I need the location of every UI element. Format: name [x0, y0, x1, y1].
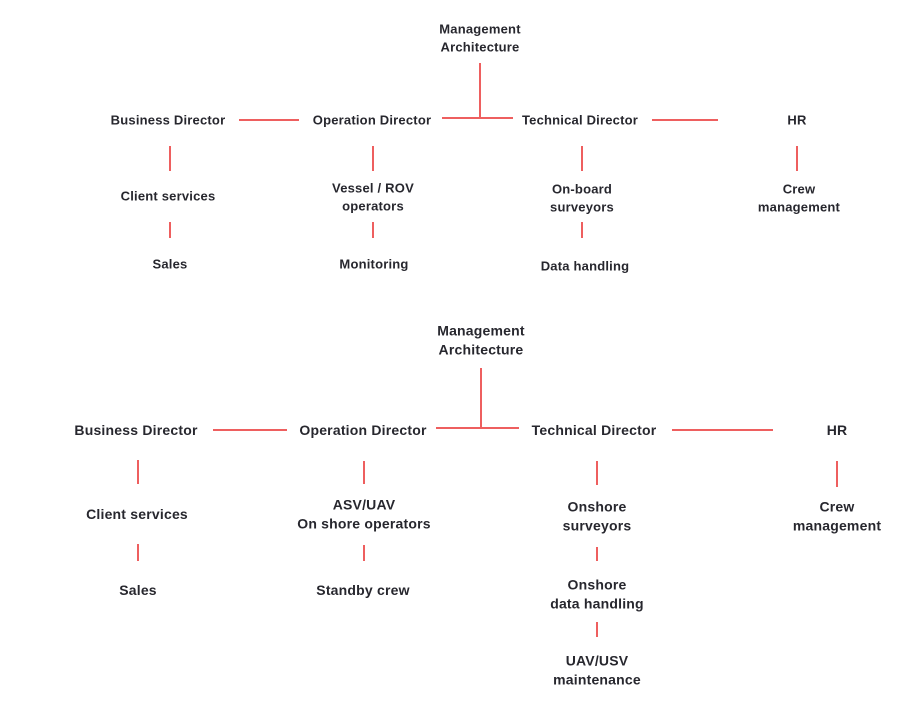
node-monitoring: Monitoring [339, 256, 409, 272]
node-onshore-surveyors: Onshore surveyors [562, 498, 632, 534]
connector-root-stem [479, 63, 481, 118]
connector-vline [363, 461, 365, 484]
node-client-services: Client services [86, 505, 188, 522]
chart-root-title: Management Architecture [439, 21, 521, 55]
connector-hline [672, 429, 773, 431]
connector-hline [652, 119, 718, 121]
connector-vline [169, 222, 171, 238]
node-operation-director: Operation Director [312, 112, 432, 128]
node-hr: HR [826, 421, 848, 438]
node-crew-management: Crew management [792, 498, 882, 534]
connector-hline [239, 119, 299, 121]
node-business-director: Business Director [74, 421, 198, 438]
node-hr: HR [787, 112, 807, 128]
connector-junction-bar [436, 427, 519, 429]
node-onshore-data-handling: Onshore data handling [550, 576, 644, 612]
node-uav-usv-maintenance: UAV/USV maintenance [553, 652, 641, 688]
connector-vline [836, 461, 838, 487]
node-technical-director: Technical Director [521, 112, 639, 128]
connector-vline [596, 547, 598, 561]
connector-vline [581, 146, 583, 171]
connector-root-stem [480, 368, 482, 428]
node-technical-director: Technical Director [531, 421, 657, 438]
node-business-director: Business Director [110, 112, 226, 128]
connector-vline [137, 460, 139, 484]
node-vessel-rov-operators: Vessel / ROV operators [332, 180, 414, 214]
node-sales: Sales [152, 256, 188, 272]
node-operation-director: Operation Director [299, 421, 427, 438]
connector-vline [363, 545, 365, 561]
connector-hline [213, 429, 287, 431]
connector-vline [581, 222, 583, 238]
connector-junction-bar [442, 117, 513, 119]
connector-vline [137, 544, 139, 561]
chart-root-title: Management Architecture [437, 322, 525, 358]
node-asv-uav-onshore-operators: ASV/UAV On shore operators [297, 496, 431, 532]
node-sales: Sales [119, 581, 157, 598]
node-standby-crew: Standby crew [316, 581, 410, 598]
connector-vline [796, 146, 798, 171]
node-data-handling: Data handling [540, 258, 630, 274]
node-crew-management: Crew management [757, 181, 841, 215]
node-client-services: Client services [120, 188, 216, 204]
connector-vline [169, 146, 171, 171]
connector-vline [372, 146, 374, 171]
connector-vline [596, 461, 598, 485]
node-onboard-surveyors: On-board surveyors [550, 181, 614, 215]
connector-vline [372, 222, 374, 238]
connector-vline [596, 622, 598, 637]
